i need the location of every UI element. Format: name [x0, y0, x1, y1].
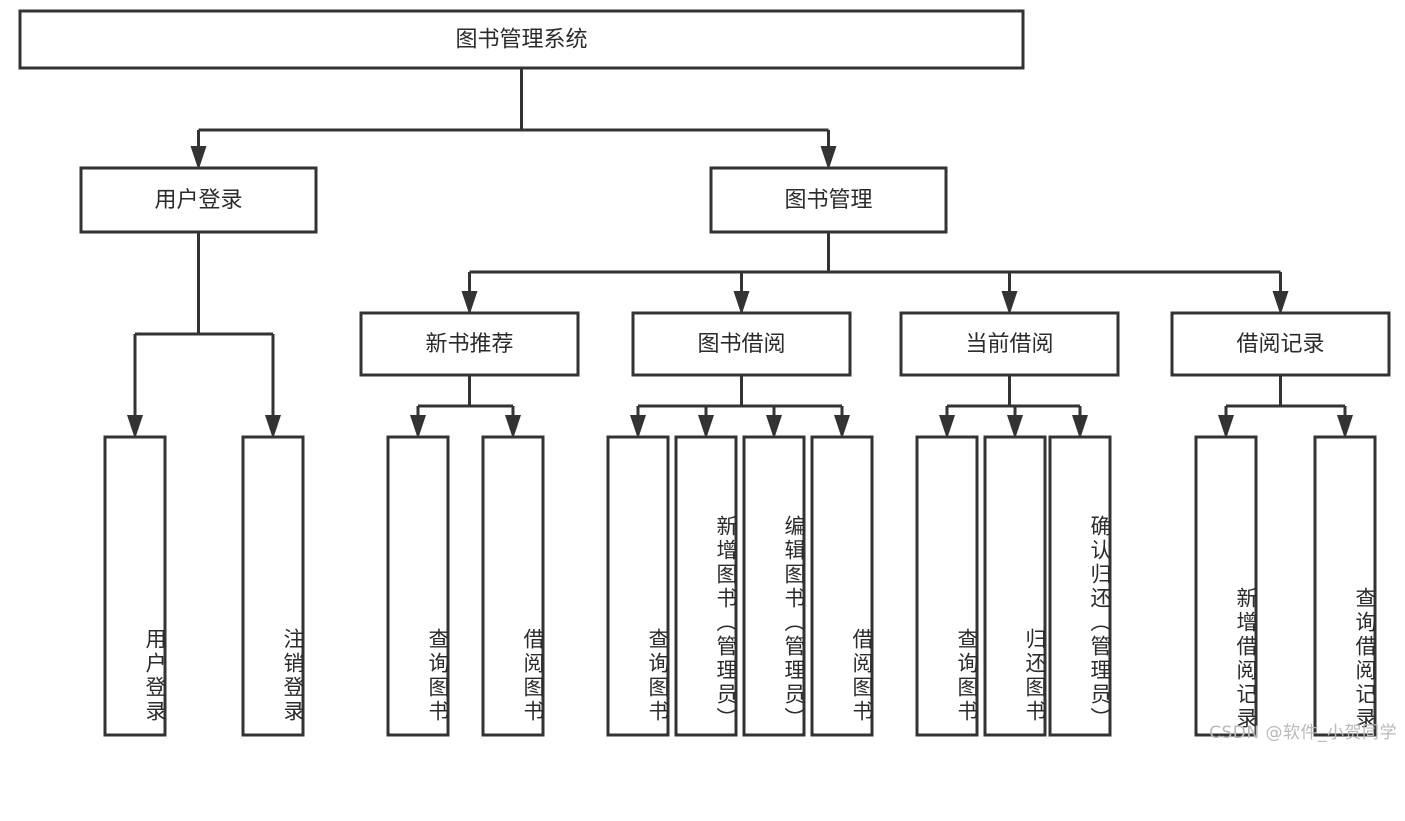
node-borrow-record[interactable]: 借阅记录: [1170, 311, 1391, 377]
node-label: 图书管理系统: [455, 28, 587, 53]
node-box[interactable]: [79, 166, 318, 234]
node-label: 图书管理: [784, 188, 872, 213]
node-box[interactable]: [1048, 435, 1112, 737]
node-box[interactable]: [674, 435, 738, 737]
node-box[interactable]: [386, 435, 450, 737]
node-leaf-add-record[interactable]: [1194, 435, 1258, 737]
node-box[interactable]: [709, 166, 948, 234]
arrow-head-icon: [733, 291, 750, 315]
node-label: 当前借阅: [965, 332, 1053, 357]
node-box[interactable]: [359, 311, 580, 377]
node-label: 用户登录: [154, 188, 242, 213]
node-box[interactable]: [1313, 435, 1377, 737]
node-label: 图书借阅: [697, 332, 785, 357]
arrow-head-icon: [410, 415, 426, 439]
node-leaf-query-record[interactable]: [1313, 435, 1377, 737]
arrow-head-icon: [190, 146, 207, 170]
node-leaf-edit-book[interactable]: [742, 435, 806, 737]
arrow-head-icon: [834, 415, 850, 439]
node-box[interactable]: [1194, 435, 1258, 737]
node-book-management[interactable]: 图书管理: [709, 166, 948, 234]
arrow-head-icon: [461, 291, 478, 315]
node-box[interactable]: [481, 435, 545, 737]
arrow-head-icon: [939, 415, 955, 439]
arrow-head-icon: [820, 146, 837, 170]
node-leaf-user-login[interactable]: [103, 435, 167, 737]
node-box[interactable]: [241, 435, 305, 737]
node-leaf-return-book[interactable]: [983, 435, 1047, 737]
node-book-borrow[interactable]: 图书借阅: [631, 311, 852, 377]
arrow-head-icon: [127, 415, 143, 439]
arrow-head-icon: [698, 415, 714, 439]
node-leaf-confirm-return[interactable]: [1048, 435, 1112, 737]
node-box[interactable]: [1170, 311, 1391, 377]
node-box[interactable]: [103, 435, 167, 737]
node-leaf-query-book-bb[interactable]: [606, 435, 670, 737]
node-box[interactable]: [18, 9, 1025, 70]
arrow-head-icon: [1007, 415, 1023, 439]
node-box[interactable]: [606, 435, 670, 737]
node-leaf-query-book-rec[interactable]: [386, 435, 450, 737]
arrow-head-icon: [1218, 415, 1234, 439]
arrow-head-icon: [1337, 415, 1353, 439]
diagram-canvas: 图书管理系统用户登录图书管理新书推荐图书借阅当前借阅借阅记录 用户登录注销登录查…: [18, 9, 1397, 743]
edge-layer: [127, 68, 1353, 439]
node-leaf-query-book-cb[interactable]: [915, 435, 979, 737]
watermark: CSDN @软件_小贺同学: [1209, 723, 1397, 743]
node-box[interactable]: [983, 435, 1047, 737]
node-leaf-logout[interactable]: [241, 435, 305, 737]
arrow-head-icon: [766, 415, 782, 439]
node-root[interactable]: 图书管理系统: [18, 9, 1025, 70]
arrow-head-icon: [1072, 415, 1088, 439]
arrow-head-icon: [1001, 291, 1018, 315]
node-label: 借阅记录: [1236, 332, 1324, 357]
node-new-book-recommend[interactable]: 新书推荐: [359, 311, 580, 377]
node-leaf-borrow-book-rec[interactable]: [481, 435, 545, 737]
node-box[interactable]: [631, 311, 852, 377]
node-box[interactable]: [810, 435, 874, 737]
node-user-login[interactable]: 用户登录: [79, 166, 318, 234]
arrow-head-icon: [265, 415, 281, 439]
arrow-head-icon: [1272, 291, 1289, 315]
node-leaf-add-book[interactable]: [674, 435, 738, 737]
node-box[interactable]: [915, 435, 979, 737]
node-box[interactable]: [742, 435, 806, 737]
node-current-borrow[interactable]: 当前借阅: [899, 311, 1120, 377]
node-box[interactable]: [899, 311, 1120, 377]
arrow-head-icon: [505, 415, 521, 439]
arrow-head-icon: [630, 415, 646, 439]
node-label: 新书推荐: [425, 332, 513, 357]
node-leaf-borrow-book-bb[interactable]: [810, 435, 874, 737]
